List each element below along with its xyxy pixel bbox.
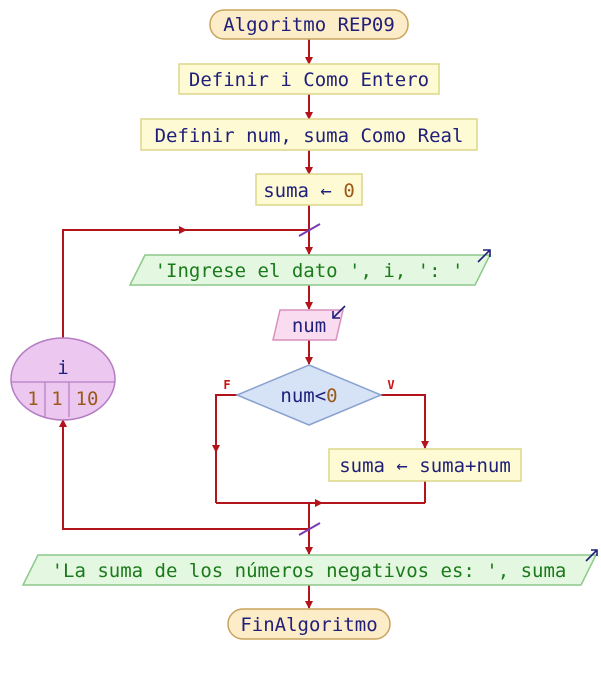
loop-exit-tick bbox=[298, 522, 321, 536]
node-output-ingrese-label: 'Ingrese el dato ', i, ': ' bbox=[155, 260, 464, 282]
decision-true-label: V bbox=[387, 378, 394, 392]
node-decision-label: num<0 bbox=[280, 385, 337, 407]
node-assign[interactable]: suma ← suma+num bbox=[328, 448, 522, 482]
node-init-arrow: ← bbox=[320, 180, 331, 202]
loop-end: 10 bbox=[76, 388, 99, 410]
node-input-num-label: num bbox=[292, 315, 326, 337]
node-init-suma[interactable]: suma ← 0 bbox=[255, 173, 363, 206]
node-output-suma-label: 'La suma de los números negativos es: ',… bbox=[52, 560, 567, 582]
edge-decision-false-branch bbox=[215, 394, 237, 503]
node-loop[interactable]: i 1 1 10 bbox=[10, 337, 116, 421]
node-start[interactable]: Algoritmo REP09 bbox=[209, 9, 409, 40]
output-arrow-icon bbox=[585, 549, 598, 562]
node-output-suma[interactable]: 'La suma de los números negativos es: ',… bbox=[21, 549, 598, 586]
node-decision-rhs: 0 bbox=[326, 385, 337, 407]
edge-decision-true-branch bbox=[381, 394, 429, 449]
node-init-lhs: suma bbox=[263, 180, 309, 202]
node-decision-lhs: num< bbox=[280, 385, 326, 407]
node-end-label: FinAlgoritmo bbox=[240, 614, 377, 636]
loop-step: 1 bbox=[51, 388, 62, 410]
node-assign-label: suma ← suma+num bbox=[339, 455, 511, 477]
node-definir-i-label: Definir i Como Entero bbox=[189, 69, 429, 91]
loop-start: 1 bbox=[27, 388, 38, 410]
input-arrow-icon bbox=[332, 305, 346, 319]
edge-loop-return bbox=[59, 419, 309, 530]
node-definir-num-label: Definir num, suma Como Real bbox=[155, 125, 464, 147]
node-end[interactable]: FinAlgoritmo bbox=[227, 608, 391, 640]
node-start-label: Algoritmo REP09 bbox=[223, 14, 395, 36]
node-definir-num[interactable]: Definir num, suma Como Real bbox=[140, 118, 478, 151]
node-init-suma-label: suma ← 0 bbox=[263, 180, 355, 202]
node-definir-i[interactable]: Definir i Como Entero bbox=[178, 63, 440, 95]
node-input-num[interactable]: num bbox=[272, 305, 346, 341]
node-output-ingrese[interactable]: 'Ingrese el dato ', i, ': ' bbox=[128, 249, 492, 286]
loop-variable: i bbox=[57, 357, 68, 379]
output-arrow-icon bbox=[477, 249, 491, 263]
loop-entry-tick bbox=[298, 223, 321, 237]
decision-false-label: F bbox=[223, 378, 230, 392]
edge-loop-to-body bbox=[62, 229, 309, 338]
node-decision[interactable]: num<0 bbox=[235, 364, 383, 426]
node-init-rhs: 0 bbox=[343, 180, 354, 202]
